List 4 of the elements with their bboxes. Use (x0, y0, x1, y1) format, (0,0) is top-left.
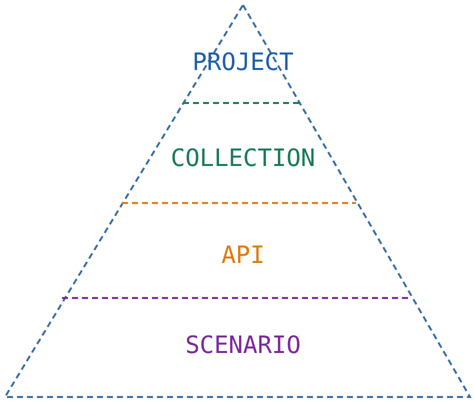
level-label: API (221, 242, 265, 268)
level-label: PROJECT (192, 48, 294, 76)
level-label: COLLECTION (170, 144, 316, 172)
level-label: SCENARIO (185, 332, 301, 358)
